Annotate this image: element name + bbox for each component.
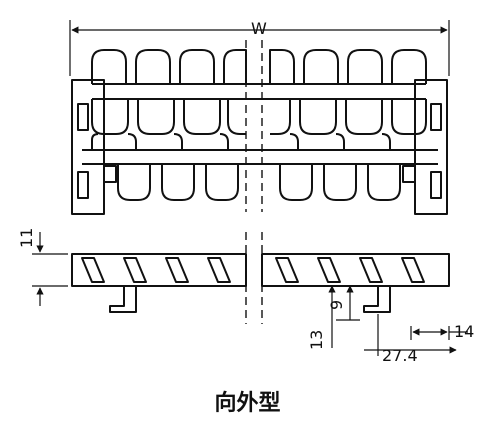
fourteen-label: 14 — [454, 322, 474, 341]
figure-caption: 向外型 — [214, 391, 281, 416]
thirteen-label: 13 — [307, 330, 326, 350]
break-lines-side — [245, 232, 263, 324]
right-dimensions — [328, 285, 468, 356]
side-view-belt — [71, 253, 450, 313]
top-view-belt — [71, 49, 448, 215]
width-label: W — [251, 19, 267, 38]
pitch-label: 27.4 — [382, 346, 418, 365]
height-dimension — [32, 232, 68, 306]
height-label: 11 — [17, 228, 36, 248]
break-lines-top — [245, 40, 263, 212]
nine-label: 9 — [327, 300, 346, 310]
width-dimension — [69, 20, 450, 76]
